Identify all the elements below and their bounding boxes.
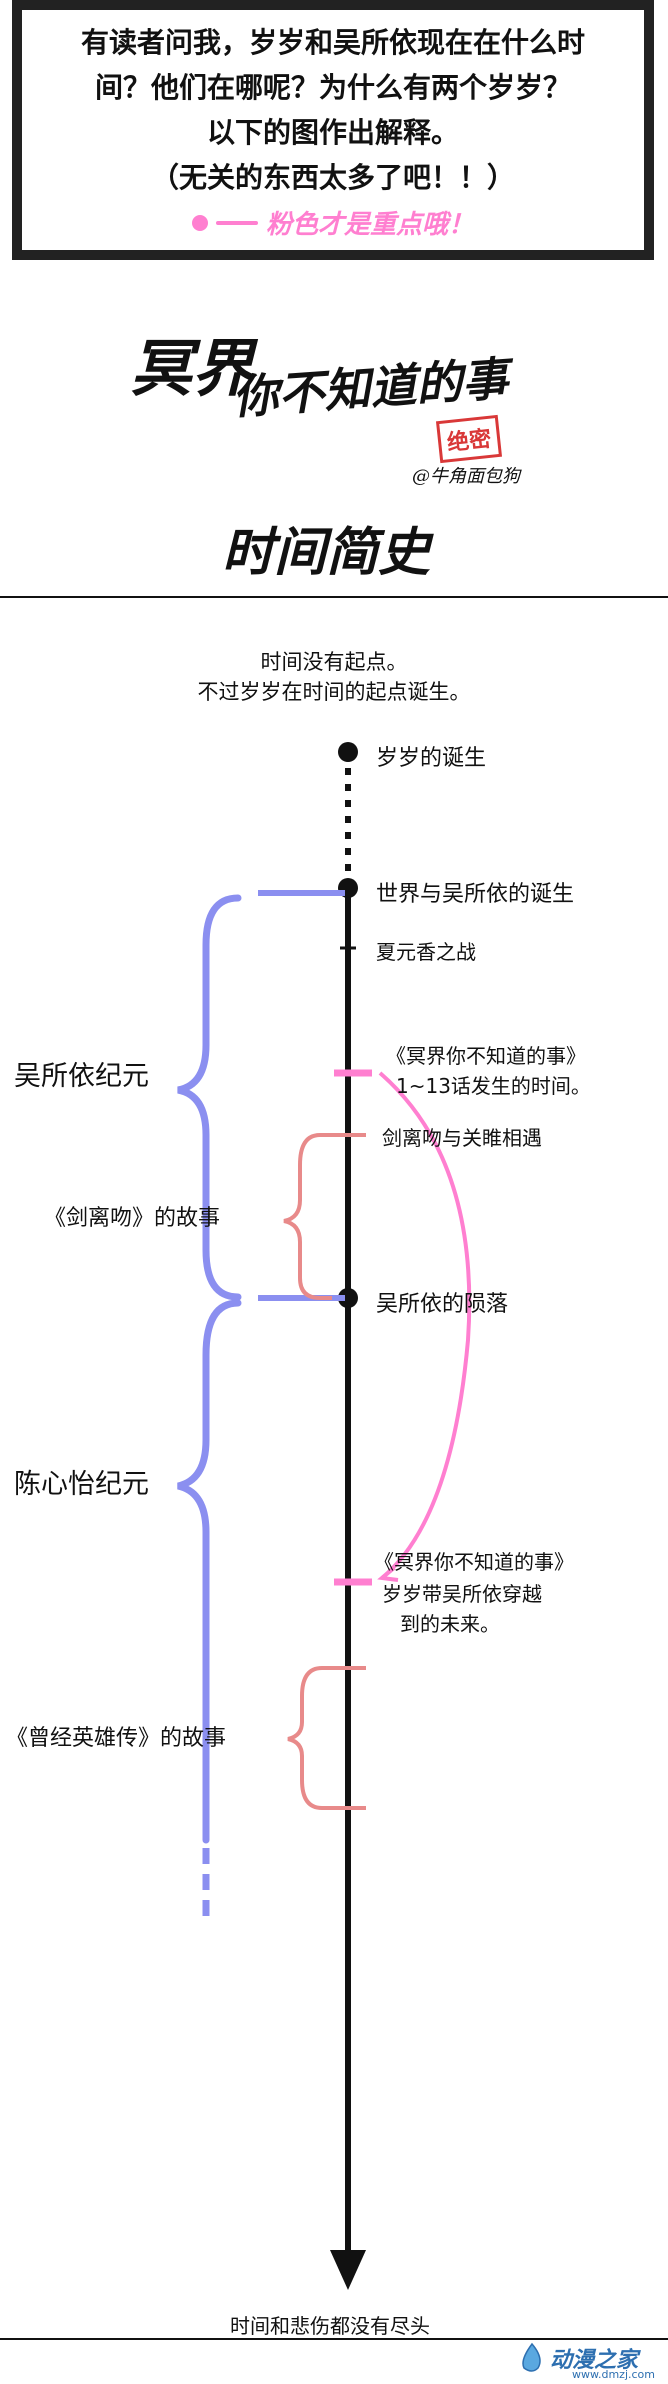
intro-line-4: （无关的东西太多了吧！！） xyxy=(150,161,515,194)
era-chenxinyi: 陈心怡纪元 xyxy=(14,1469,149,1500)
timeline-top-line-2: 不过岁岁在时间的起点诞生。 xyxy=(197,680,471,704)
era-wusuoyi: 吴所依纪元 xyxy=(14,1061,149,1092)
point-birth-suisui xyxy=(338,742,358,762)
intro-line-2: 间？他们在哪呢？为什么有两个岁岁？ xyxy=(94,71,571,104)
pink-arc-arrow-icon xyxy=(377,1566,399,1582)
event-story2-desc-2: 到的未来。 xyxy=(400,1612,500,1636)
pink-dot-icon xyxy=(191,214,208,231)
event-story2-title: 《冥界你不知道的事》 xyxy=(374,1550,574,1574)
pink-dash-icon xyxy=(215,220,258,225)
footer-url: www.dmzj.com xyxy=(572,2368,655,2381)
timeline-top-line-1: 时间没有起点。 xyxy=(260,650,408,674)
brace-jianlimen-story xyxy=(283,1133,332,1300)
intro-box: 有读者问我，岁岁和吴所依现在在什么时 间？他们在哪呢？为什么有两个岁岁？ 以下的… xyxy=(12,0,654,260)
story-jianlimen: 《剑离吻》的故事 xyxy=(44,1206,221,1231)
brace-hero-story xyxy=(287,1666,332,1810)
intro-inner: 有读者问我，岁岁和吴所依现在在什么时 间？他们在哪呢？为什么有两个岁岁？ 以下的… xyxy=(22,10,644,250)
event-jianlimen-meet: 剑离吻与关睢相遇 xyxy=(382,1126,542,1150)
brace-chenxinyi-era xyxy=(177,1299,242,1844)
axis-arrow-icon xyxy=(330,2250,366,2290)
intro-line-1: 有读者问我，岁岁和吴所依现在在什么时 xyxy=(80,26,585,59)
event-story1-desc: 1~13话发生的时间。 xyxy=(396,1074,591,1098)
footer-logo-text: 动漫之家 xyxy=(550,2347,639,2373)
footer-logo-drop-icon xyxy=(522,2342,541,2372)
pink-note: 粉色才是重点哦！ xyxy=(32,204,634,241)
event-story1-title: 《冥界你不知道的事》 xyxy=(386,1044,586,1068)
pink-arc-travel xyxy=(378,1071,472,1580)
pink-note-text: 粉色才是重点哦！ xyxy=(265,210,474,240)
event-birth-suisui: 岁岁的诞生 xyxy=(376,746,487,771)
brace-wusuoyi-era xyxy=(177,894,242,1301)
event-wusuoyi-fall: 吴所依的陨落 xyxy=(376,1292,509,1317)
logo-subtitle: 时间简史 xyxy=(222,522,431,583)
story-hero: 《曾经英雄传》的故事 xyxy=(6,1726,227,1751)
event-story2-desc-1: 岁岁带吴所依穿越 xyxy=(382,1582,542,1606)
intro-line-3: 以下的图作出解释。 xyxy=(206,116,459,149)
logo-title-part1: 冥界 xyxy=(130,332,255,405)
point-wusuoyi-fall xyxy=(338,1288,358,1308)
event-birth-world: 世界与吴所依的诞生 xyxy=(376,882,575,907)
timeline-bottom-line: 时间和悲伤都没有尽头 xyxy=(230,2314,430,2338)
logo-author: @牛角面包狗 xyxy=(412,466,520,487)
separator-bottom xyxy=(0,2338,668,2340)
event-xiayuan-war: 夏元香之战 xyxy=(376,940,476,964)
separator-top xyxy=(0,596,668,598)
